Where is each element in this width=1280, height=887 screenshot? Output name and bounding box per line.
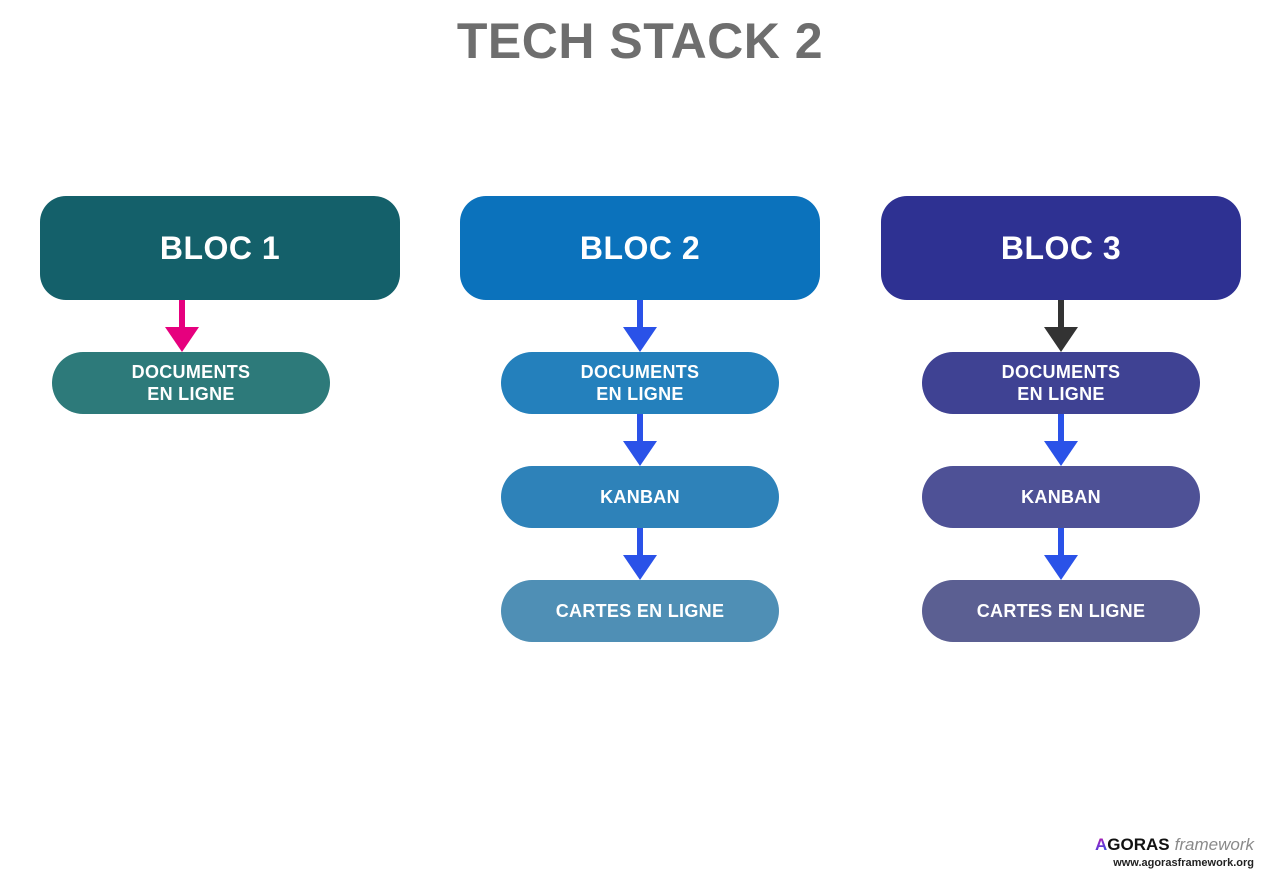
block-header-bloc-2[interactable]: BLOC 2 [460,196,820,300]
step-label: DOCUMENTS EN LIGNE [581,361,700,405]
arrow-down-icon [1044,300,1078,352]
step-label-line2: EN LIGNE [147,384,235,404]
arrow-wrap [881,528,1241,580]
page-title: TECH STACK 2 [456,13,824,69]
step-box-documents-en-ligne[interactable]: DOCUMENTS EN LIGNE [501,352,779,414]
arrow-down-icon [165,300,199,352]
arrow-down-icon [1044,528,1078,580]
step-label: DOCUMENTS EN LIGNE [1002,361,1121,405]
step-label-line1: DOCUMENTS [1001,362,1121,382]
logo-url: www.agorasframework.org [1113,857,1254,869]
arrow-wrap [460,300,820,352]
step-box-kanban[interactable]: KANBAN [922,466,1200,528]
column-bloc-3: BLOC 3 DOCUMENTS EN LIGNE KANBAN [881,196,1241,642]
arrow-down-icon [623,528,657,580]
column-bloc-1: BLOC 1 DOCUMENTS EN LIGNE [40,196,400,414]
arrow-down-icon [623,414,657,466]
arrow-wrap [881,300,1241,352]
arrow-wrap [460,528,820,580]
logo-initial: A [1095,835,1108,854]
logo-name: GORAS [1107,835,1170,854]
step-box-documents-en-ligne[interactable]: DOCUMENTS EN LIGNE [52,352,330,414]
step-box-cartes-en-ligne[interactable]: CARTES EN LIGNE [922,580,1200,642]
block-header-bloc-1[interactable]: BLOC 1 [40,196,400,300]
arrow-wrap [460,414,820,466]
arrow-down-icon [623,300,657,352]
arrow-wrap [881,414,1241,466]
block-header-bloc-3[interactable]: BLOC 3 [881,196,1241,300]
step-label-line2: EN LIGNE [1017,384,1105,404]
step-box-documents-en-ligne[interactable]: DOCUMENTS EN LIGNE [922,352,1200,414]
column-bloc-2: BLOC 2 DOCUMENTS EN LIGNE KANBAN [460,196,820,642]
logo-tagline: framework [1174,835,1254,854]
step-box-kanban[interactable]: KANBAN [501,466,779,528]
arrow-down-icon [1044,414,1078,466]
step-label-line1: DOCUMENTS [131,362,251,382]
step-label-line1: DOCUMENTS [580,362,700,382]
step-box-cartes-en-ligne[interactable]: CARTES EN LIGNE [501,580,779,642]
step-label: DOCUMENTS EN LIGNE [132,361,251,405]
arrow-wrap [2,300,362,352]
diagram-canvas: BLOC 1 DOCUMENTS EN LIGNE BLOC 2 DOCUM [0,196,1280,716]
step-label-line2: EN LIGNE [596,384,684,404]
